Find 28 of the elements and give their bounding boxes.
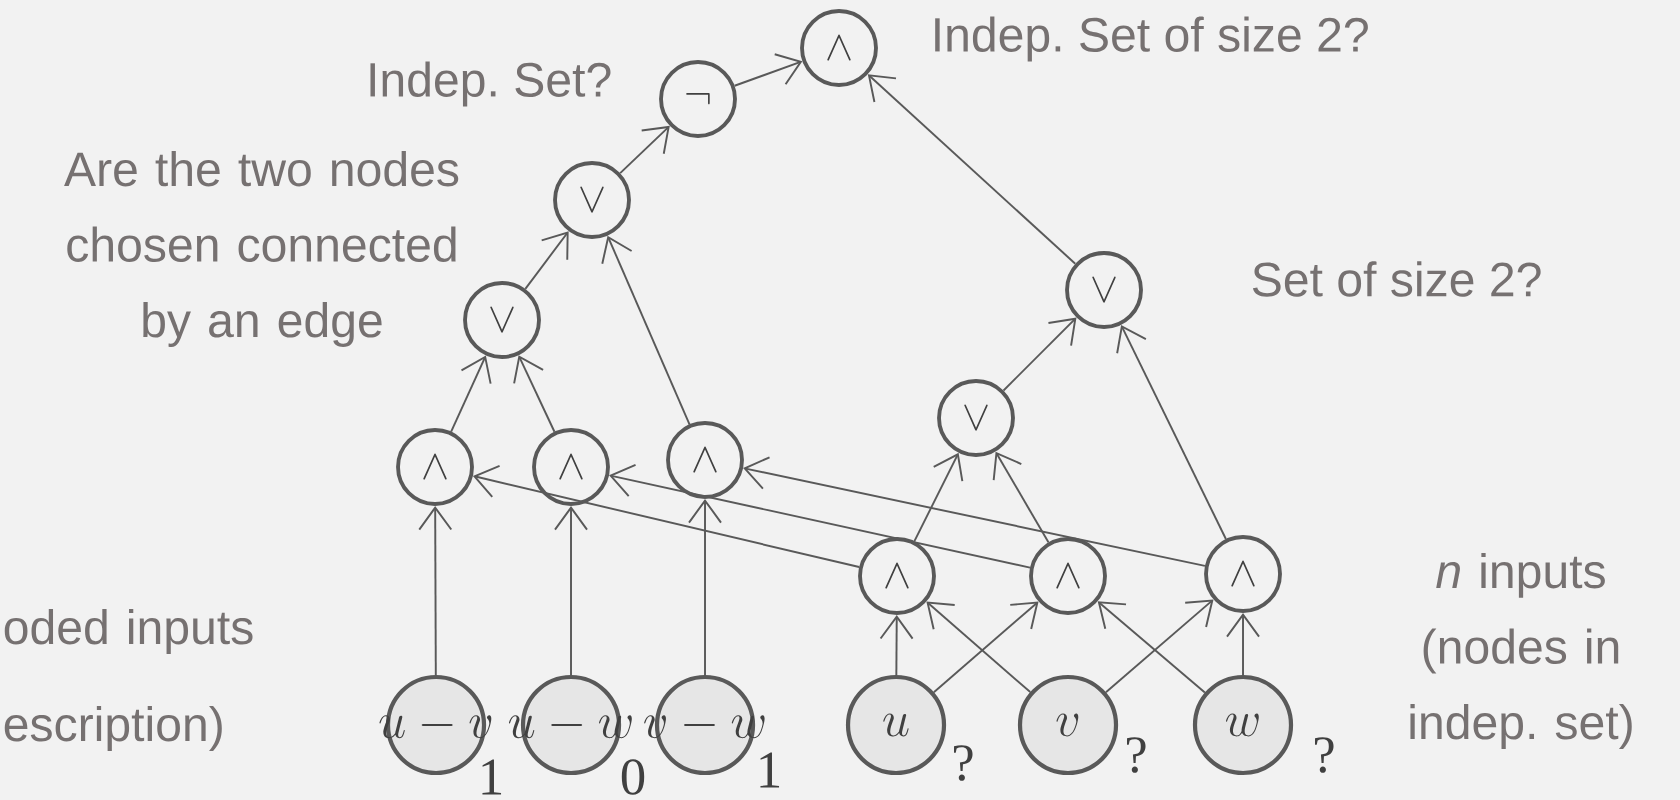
arrow <box>472 464 861 569</box>
arrow <box>554 505 588 676</box>
arrow <box>1002 317 1077 392</box>
annotation-text: oded inputs escription) <box>4 609 253 751</box>
arrow <box>688 498 722 676</box>
arrow <box>867 74 1077 265</box>
annotation-text: Indep. Set of size 2? <box>935 16 1368 62</box>
annotation-text: Indep. Set? <box>370 61 611 107</box>
input-value: 0 <box>621 759 645 795</box>
annotation-text: Are the two nodes chosen connected by an edge <box>64 151 459 347</box>
arrow <box>513 355 556 433</box>
arrow <box>524 231 569 290</box>
input-value: 1 <box>482 759 502 795</box>
arrow <box>743 456 1206 567</box>
input-value: ? <box>1127 737 1146 773</box>
arrow <box>609 463 1031 569</box>
arrow <box>1116 324 1227 540</box>
input-value: 1 <box>760 752 780 788</box>
arrow <box>992 451 1050 544</box>
annotation-text: Set of size 2? <box>1252 261 1541 297</box>
input-value: ? <box>1315 737 1334 773</box>
arrow <box>450 355 492 433</box>
annotation-text: n inputs (nodes in indep. set) <box>1410 553 1632 749</box>
arrow <box>418 505 453 676</box>
arrow <box>601 235 691 426</box>
input-value: ? <box>954 745 973 781</box>
arrow <box>733 53 803 87</box>
arrow <box>913 452 964 543</box>
